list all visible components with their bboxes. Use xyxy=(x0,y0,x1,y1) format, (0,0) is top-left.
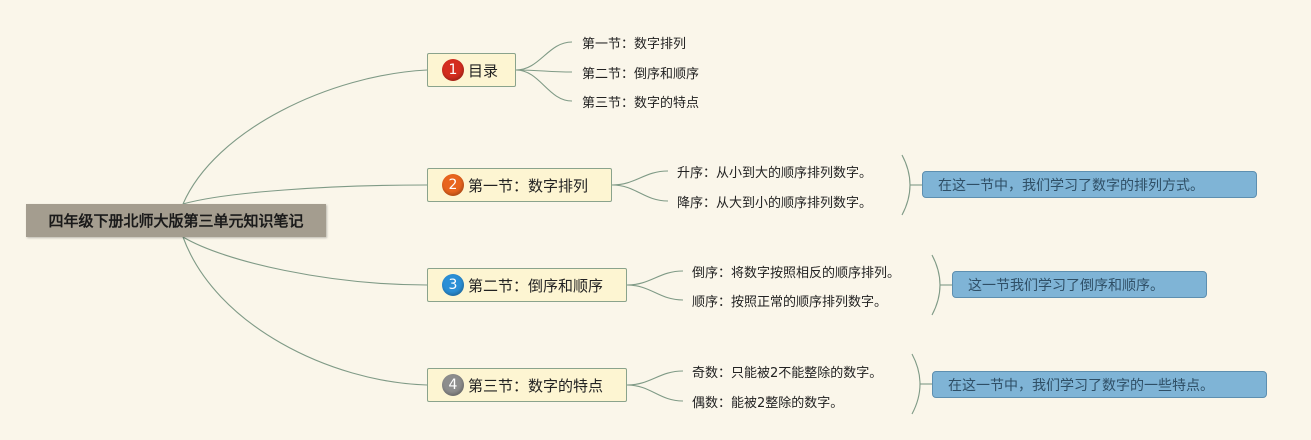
topic-4-leaf-2-connector xyxy=(626,384,684,402)
topic-3-leaf-2-connector xyxy=(626,284,684,301)
number-badge-4-icon: 4 xyxy=(442,374,464,396)
topic-1-leaf-3-connector xyxy=(515,69,573,102)
topic-label: 目录 xyxy=(468,61,499,80)
number-badge-1-icon: 1 xyxy=(442,59,464,81)
root-topic[interactable]: 四年级下册北师大版第三单元知识笔记 xyxy=(26,204,326,237)
topic-section-1[interactable]: 2 第一节：数字排列 xyxy=(427,168,612,202)
topic-label: 第三节：数字的特点 xyxy=(468,376,604,395)
leaf-item[interactable]: 偶数：能被2整除的数字。 xyxy=(692,396,844,411)
leaf-item[interactable]: 奇数：只能被2不能整除的数字。 xyxy=(692,366,883,381)
topic-catalog[interactable]: 1 目录 xyxy=(427,53,516,87)
topic-1-leaf-1-connector xyxy=(515,41,573,71)
root-to-topic-3-connector xyxy=(182,236,428,286)
root-to-topic-1-connector xyxy=(182,69,428,205)
summary-brace-3 xyxy=(931,254,941,316)
topic-label: 第二节：倒序和顺序 xyxy=(468,276,604,295)
topic-2-leaf-1-connector xyxy=(611,170,669,186)
summary-section-2[interactable]: 这一节我们学习了倒序和顺序。 xyxy=(952,271,1207,298)
leaf-item[interactable]: 降序：从大到小的顺序排列数字。 xyxy=(677,196,873,211)
number-badge-2-icon: 2 xyxy=(442,174,464,196)
topic-3-leaf-1-connector xyxy=(626,270,684,286)
leaf-item[interactable]: 第一节：数字排列 xyxy=(582,37,687,52)
leaf-item[interactable]: 第三节：数字的特点 xyxy=(582,96,700,111)
summary-section-3[interactable]: 在这一节中，我们学习了数字的一些特点。 xyxy=(932,371,1267,398)
summary-section-1[interactable]: 在这一节中，我们学习了数字的排列方式。 xyxy=(922,171,1257,198)
leaf-item[interactable]: 升序：从小到大的顺序排列数字。 xyxy=(677,166,873,181)
leaf-item[interactable]: 第二节：倒序和顺序 xyxy=(582,67,700,82)
topic-section-3[interactable]: 4 第三节：数字的特点 xyxy=(427,368,627,402)
summary-brace-2 xyxy=(901,154,911,216)
topic-4-leaf-1-connector xyxy=(626,370,684,386)
leaf-item[interactable]: 倒序：将数字按照相反的顺序排列。 xyxy=(692,266,901,281)
number-badge-3-icon: 3 xyxy=(442,274,464,296)
topic-section-2[interactable]: 3 第二节：倒序和顺序 xyxy=(427,268,627,302)
root-to-topic-2-connector xyxy=(182,184,428,205)
topic-2-leaf-2-connector xyxy=(611,184,669,202)
summary-brace-4 xyxy=(911,353,921,415)
topic-label: 第一节：数字排列 xyxy=(468,176,589,195)
leaf-item[interactable]: 顺序：按照正常的顺序排列数字。 xyxy=(692,295,888,310)
root-to-topic-4-connector xyxy=(182,236,428,386)
